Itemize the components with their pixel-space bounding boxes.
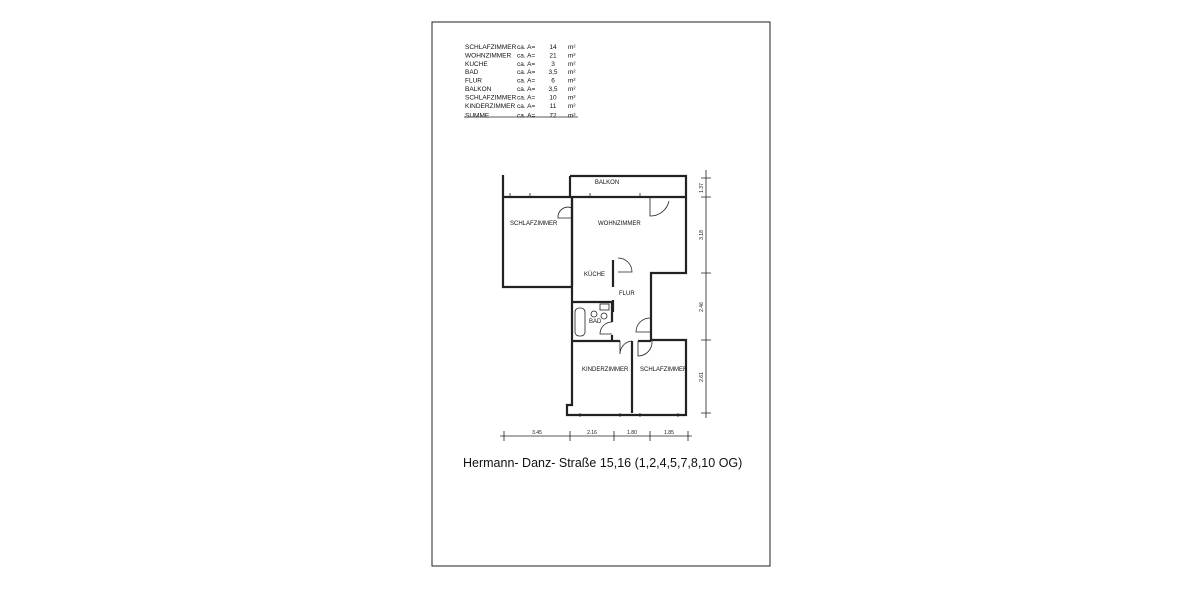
dimension-lines [500, 170, 711, 441]
area-table-prefix: ca. A= [517, 61, 535, 68]
area-table-room: SCHLAFZIMMER [465, 44, 517, 51]
area-table-value: 21 [549, 52, 557, 59]
area-table-prefix: ca. A= [517, 78, 535, 85]
dim-bottom-4: 1.85 [664, 430, 674, 436]
area-table-unit: m² [568, 103, 576, 110]
room-label-kinderzimmer: KINDERZIMMER [582, 367, 629, 373]
area-table-room: BALKON [465, 86, 492, 93]
area-table-value: 3,5 [548, 69, 557, 76]
area-table-unit: m² [568, 61, 576, 68]
dim-bottom-2: 2.16 [587, 430, 597, 436]
area-table-unit: m² [568, 113, 576, 120]
area-table-prefix: ca. A= [517, 94, 535, 101]
area-table-prefix: ca. A= [517, 44, 535, 51]
room-label-schlafzimmer-2: SCHLAFZIMMER [640, 367, 688, 373]
page-border [431, 21, 771, 567]
area-table-unit: m² [568, 52, 576, 59]
area-table-prefix: ca. A= [517, 113, 535, 120]
area-table-unit: m² [568, 69, 576, 76]
area-table-room: KINDERZIMMER [465, 103, 516, 110]
dim-right-3: 2.46 [699, 302, 705, 312]
room-label-bad: BAD [589, 319, 602, 325]
area-table-unit: m² [568, 86, 576, 93]
area-table-room: FLUR [465, 78, 482, 85]
area-table-room: WOHNZIMMER [465, 52, 512, 59]
room-label-kueche: KÜCHE [584, 271, 605, 278]
area-table-room: SCHLAFZIMMER [465, 94, 517, 101]
area-table-prefix: ca. A= [517, 103, 535, 110]
dim-bottom-1: 3.45 [532, 430, 542, 436]
area-table-room: BAD [465, 69, 479, 76]
area-table-value: 6 [551, 78, 555, 85]
dim-bottom-3: 1.80 [627, 430, 637, 436]
room-label-wohnzimmer: WOHNZIMMER [598, 221, 641, 227]
area-table-unit: m² [568, 94, 576, 101]
area-table-value: 14 [549, 44, 557, 51]
dim-right-2: 3.18 [699, 230, 705, 240]
room-label-schlafzimmer: SCHLAFZIMMER [510, 221, 558, 227]
area-table-prefix: ca. A= [517, 69, 535, 76]
dim-right-1: 1.37 [699, 183, 705, 193]
area-table-value: 72 [549, 113, 557, 120]
area-table-prefix: ca. A= [517, 52, 535, 59]
area-table-room: KUCHE [465, 61, 488, 68]
area-table-unit: m² [568, 44, 576, 51]
area-table-unit: m² [568, 78, 576, 85]
area-table-value: 11 [550, 103, 557, 110]
dim-right-4: 2.61 [699, 372, 705, 382]
room-label-flur: FLUR [619, 291, 635, 297]
address-caption: Hermann- Danz- Straße 15,16 (1,2,4,5,7,8… [463, 456, 742, 470]
area-table-value: 10 [549, 94, 557, 101]
walls [501, 174, 688, 417]
room-label-balkon: BALKON [595, 180, 619, 186]
area-table-value: 3 [551, 61, 555, 68]
area-table-room: SUMME [465, 113, 490, 120]
area-table-prefix: ca. A= [517, 86, 535, 93]
area-table-value: 3,5 [548, 86, 557, 93]
doors-fixtures [509, 193, 679, 417]
